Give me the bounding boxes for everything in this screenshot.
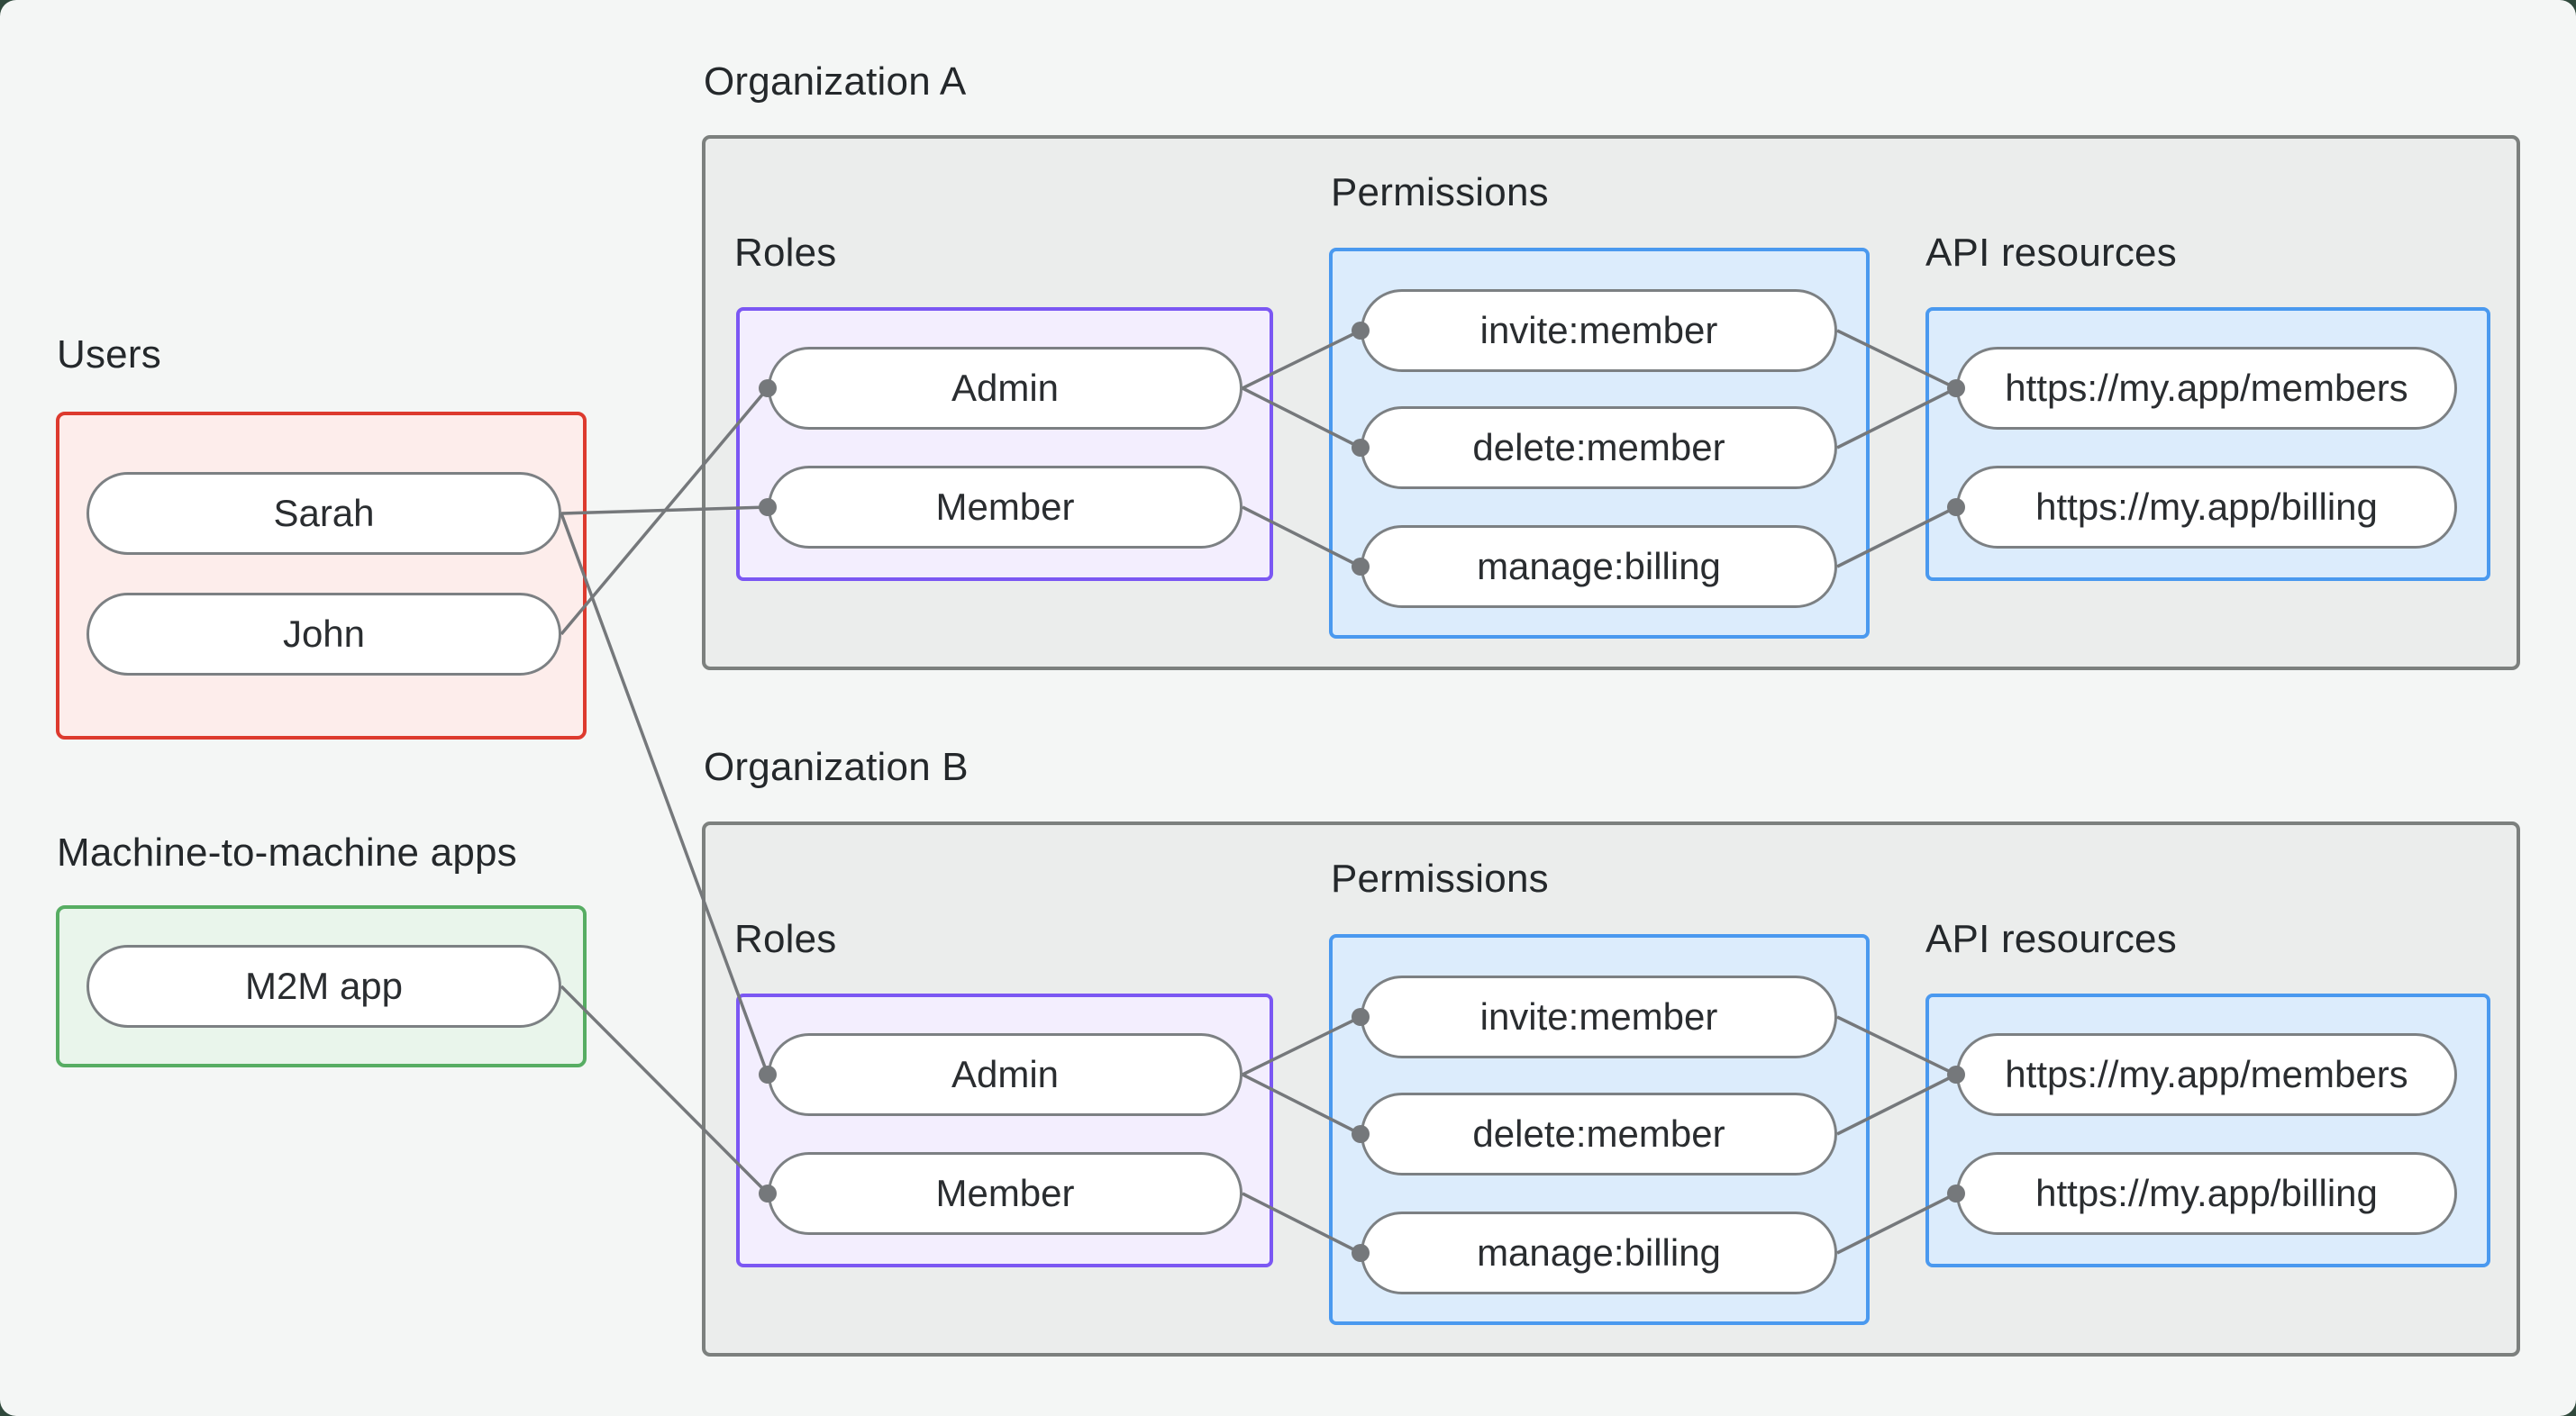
node-m2m-app-label: M2M app: [244, 965, 404, 1007]
users-group-box: [56, 412, 587, 740]
users-section-label: Users: [57, 332, 161, 377]
node-user-john: John: [86, 593, 561, 676]
node-org-a-billing-api-label: https://my.app/billing: [2035, 486, 2378, 528]
org-a-roles-label: Roles: [734, 231, 837, 275]
node-org-b-delete-member: delete:member: [1361, 1093, 1837, 1175]
node-user-sarah-label: Sarah: [273, 492, 375, 534]
node-org-a-member: Member: [768, 466, 1242, 549]
node-user-sarah: Sarah: [86, 472, 561, 555]
node-org-a-delete-member: delete:member: [1361, 406, 1837, 489]
org-b-roles-label: Roles: [734, 917, 837, 961]
node-org-b-members-api-label: https://my.app/members: [2005, 1053, 2408, 1095]
node-org-a-manage-billing-label: manage:billing: [1477, 545, 1721, 587]
node-org-b-billing-api: https://my.app/billing: [1956, 1152, 2457, 1235]
node-org-a-invite-member: invite:member: [1361, 289, 1837, 372]
node-org-a-members-api: https://my.app/members: [1956, 347, 2457, 430]
node-org-a-manage-billing: manage:billing: [1361, 525, 1837, 608]
node-org-b-invite-member: invite:member: [1361, 976, 1837, 1058]
org-a-permissions-label: Permissions: [1331, 170, 1549, 214]
node-org-b-billing-api-label: https://my.app/billing: [2035, 1172, 2378, 1214]
org-b-api-label: API resources: [1925, 917, 2177, 961]
node-org-a-member-label: Member: [935, 486, 1075, 528]
node-org-a-delete-member-label: delete:member: [1472, 426, 1725, 468]
org-b-title: Organization B: [704, 745, 969, 789]
node-org-b-manage-billing-label: manage:billing: [1477, 1231, 1721, 1274]
node-org-b-admin-label: Admin: [951, 1053, 1060, 1095]
node-org-b-manage-billing: manage:billing: [1361, 1212, 1837, 1294]
node-org-b-member-label: Member: [935, 1172, 1075, 1214]
node-org-b-admin: Admin: [768, 1033, 1242, 1116]
node-user-john-label: John: [282, 613, 366, 655]
org-b-permissions-label: Permissions: [1331, 857, 1549, 901]
node-org-a-admin: Admin: [768, 347, 1242, 430]
node-org-a-members-api-label: https://my.app/members: [2005, 367, 2408, 409]
node-org-b-invite-member-label: invite:member: [1479, 995, 1718, 1038]
node-org-b-members-api: https://my.app/members: [1956, 1033, 2457, 1116]
org-a-api-label: API resources: [1925, 231, 2177, 275]
org-a-title: Organization A: [704, 59, 967, 104]
node-org-b-delete-member-label: delete:member: [1472, 1112, 1725, 1155]
node-m2m-app: M2M app: [86, 945, 561, 1028]
m2m-section-label: Machine-to-machine apps: [57, 831, 517, 875]
node-org-b-member: Member: [768, 1152, 1242, 1235]
node-org-a-billing-api: https://my.app/billing: [1956, 466, 2457, 549]
node-org-a-admin-label: Admin: [951, 367, 1060, 409]
node-org-a-invite-member-label: invite:member: [1479, 309, 1718, 351]
